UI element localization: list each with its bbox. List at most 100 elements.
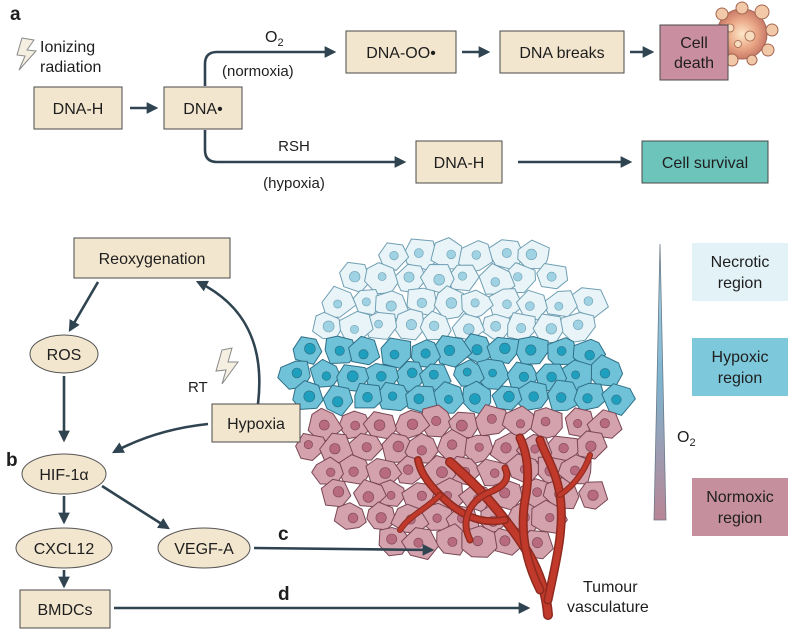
cell-nucleus	[556, 346, 567, 356]
cell-nucleus	[361, 442, 372, 453]
ros-label: ROS	[47, 347, 82, 364]
cell-nucleus	[361, 297, 371, 307]
normoxic-line1: Normoxic	[706, 489, 774, 506]
cell-nucleus	[379, 467, 392, 479]
arrow-hif-to-vegf	[101, 484, 170, 530]
hif-node	[21, 453, 107, 495]
hypoxia-condition-label: (hypoxia)	[263, 175, 325, 192]
cell-nucleus	[446, 249, 456, 260]
necrotic-line2: region	[718, 275, 762, 292]
dna-breaks-box	[499, 30, 625, 74]
cell-nucleus	[291, 367, 303, 379]
cell-nucleus	[416, 297, 428, 309]
vasculature-label-line1: Tumour	[583, 579, 638, 596]
arrow-to-hypoxia	[203, 130, 407, 168]
bmdcs-label: BMDCs	[37, 602, 92, 619]
cell-nucleus	[447, 537, 458, 547]
cell-nucleus	[587, 489, 599, 501]
cell-nucleus	[455, 419, 468, 432]
cell-nucleus	[599, 418, 610, 429]
cell-nucleus	[329, 443, 341, 455]
vegf-node	[157, 527, 251, 569]
hif-label: HIF-1α	[39, 467, 88, 484]
cell-nucleus	[490, 277, 500, 287]
hypoxia-label: Hypoxia	[227, 416, 285, 433]
dna-h-box	[33, 86, 123, 130]
cell-nucleus	[516, 323, 527, 334]
cell-nucleus	[389, 349, 400, 360]
cell-nucleus	[413, 537, 424, 548]
tumour-illustration: Tumour vasculature	[277, 237, 649, 620]
cell-nucleus	[474, 442, 484, 452]
cell-nucleus	[501, 248, 512, 258]
cell-nucleus	[436, 466, 448, 479]
oxygen-gradient-wedge	[653, 243, 667, 521]
dna-oo-label: DNA-OO•	[366, 45, 436, 62]
cell-nucleus	[349, 271, 361, 283]
necrotic-line1: Necrotic	[711, 254, 770, 271]
cell-nucleus	[545, 513, 555, 523]
necrotic-region-box	[692, 243, 788, 301]
cell-nucleus	[388, 391, 398, 401]
normoxia-label: (normoxia)	[222, 63, 294, 80]
cell-nucleus	[407, 367, 418, 378]
cell-nucleus	[558, 443, 569, 454]
dna-h-repaired-box	[415, 140, 503, 184]
cell-nucleus	[462, 367, 472, 377]
reoxygenation-box	[73, 237, 231, 279]
cell-nucleus	[416, 445, 427, 456]
cell-nucleus	[375, 512, 387, 524]
cell-nucleus	[582, 393, 593, 404]
panel-c-letter: c	[278, 524, 289, 545]
cell-death-line1: Cell	[680, 35, 708, 52]
cell-nucleus	[471, 344, 483, 356]
cell-nucleus	[585, 440, 597, 452]
cell-nucleus	[303, 390, 316, 403]
cell-nucleus	[611, 394, 622, 405]
cell-nucleus	[515, 419, 525, 429]
cell-nucleus	[347, 512, 359, 524]
cell-nucleus	[389, 251, 399, 261]
cell-nucleus	[386, 490, 396, 500]
dna-radical-label: DNA•	[183, 101, 222, 118]
cell-nucleus	[428, 369, 439, 380]
cell-nucleus	[413, 393, 425, 405]
lightning-bolt-icon	[16, 37, 38, 71]
cell-nucleus	[525, 301, 535, 311]
cell-nucleus	[362, 392, 373, 403]
vasculature-label-line2: vasculature	[567, 599, 649, 616]
cell-nucleus	[377, 272, 387, 281]
dna-h-label: DNA-H	[53, 101, 104, 118]
cell-nucleus	[554, 301, 564, 311]
panel-b: Reoxygenation ROS RT Hypoxia b HIF-1α CX…	[6, 237, 301, 629]
cell-nucleus	[457, 271, 467, 281]
vegf-label: VEGF-A	[174, 541, 234, 558]
panel-b-letter: b	[6, 450, 18, 471]
cell-nucleus	[546, 371, 557, 383]
cell-nucleus	[532, 537, 543, 549]
cell-nucleus	[503, 390, 515, 403]
cell-nucleus	[583, 296, 594, 306]
cell-nucleus	[362, 491, 375, 503]
cell-nucleus	[429, 320, 440, 332]
cell-nucleus	[599, 368, 611, 379]
cell-nucleus	[573, 418, 583, 428]
cell-nucleus	[502, 299, 512, 309]
cell-nucleus	[490, 320, 502, 332]
cell-nucleus	[433, 274, 445, 286]
dna-oo-box	[345, 30, 457, 74]
cell-nucleus	[488, 368, 497, 378]
cell-death-box	[659, 24, 729, 81]
cell-nucleus	[405, 319, 417, 331]
cell-death-line2: death	[674, 55, 714, 72]
arrow-hypoxia-to-hif	[111, 422, 209, 454]
cell-nucleus	[303, 440, 313, 450]
cell-nucleus	[350, 420, 361, 431]
cell-nucleus	[431, 415, 442, 426]
cell-nucleus	[486, 413, 497, 424]
cell-nucleus	[386, 533, 398, 545]
cell-nucleus	[321, 371, 332, 381]
hypoxic-line2: region	[718, 370, 762, 387]
panel-a: a Ionizing radiation DNA-H DNA• O2 (norm…	[10, 1, 779, 192]
cell-nucleus	[499, 487, 511, 499]
